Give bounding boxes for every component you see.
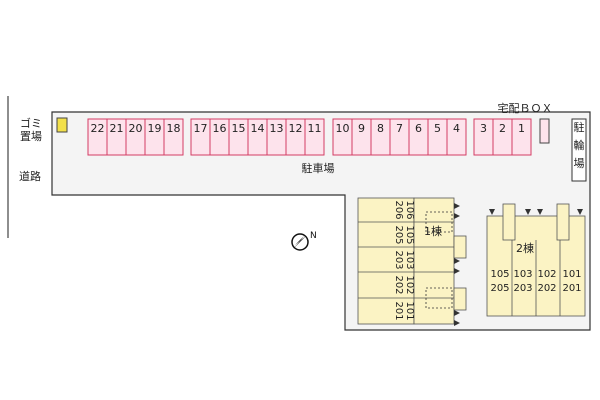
building-1-unit-206: 206 — [393, 200, 404, 219]
parking-slot-label: 7 — [396, 122, 403, 135]
building-1-unit-101: 101 — [404, 301, 415, 320]
parking-slot-label: 19 — [148, 122, 162, 135]
parking-slot-label: 2 — [499, 122, 506, 135]
parking-label: 駐車場 — [302, 161, 335, 175]
delivery-box-label: 宅配ＢＯＸ — [498, 101, 553, 115]
parking-slot-label: 22 — [91, 122, 105, 135]
building-1-unit-205: 205 — [393, 225, 404, 244]
road-label: 道路 — [19, 169, 41, 183]
building-2-unit-202: 202 — [537, 283, 556, 294]
parking-slot-label: 14 — [251, 122, 265, 135]
building-2-unit-203: 203 — [513, 283, 532, 294]
parking-slot-label: 3 — [480, 122, 487, 135]
parking-slot-label: 16 — [213, 122, 227, 135]
garbage-bin — [56, 117, 68, 133]
building-1-label: 1棟 — [424, 224, 442, 238]
parking-slot-label: 1 — [518, 122, 525, 135]
building-1-unit-201: 201 — [393, 301, 404, 320]
building-1-unit-202: 202 — [393, 275, 404, 294]
parking-slot-label: 8 — [377, 122, 384, 135]
parking-group-b: 17 16 15 14 13 12 11 — [190, 118, 325, 156]
building-2-units: 105 103 102 101 205 203 202 201 — [490, 269, 581, 294]
building-2-unit-201: 201 — [562, 283, 581, 294]
bicycle-parking-label-1: 駐 — [574, 120, 585, 134]
site-boundary — [51, 111, 591, 331]
entrance-markers — [454, 203, 583, 326]
north-arrow-icon: N — [291, 231, 317, 251]
building-2-unit-102: 102 — [537, 269, 556, 280]
building-2-unit-101: 101 — [562, 269, 581, 280]
building-2-unit-205: 205 — [490, 283, 509, 294]
building-1-unit-102: 102 — [404, 275, 415, 294]
parking-slot-label: 11 — [308, 122, 322, 135]
parking-slot-1 — [511, 118, 532, 156]
parking-slot-label: 15 — [232, 122, 246, 135]
garbage-label-1: ゴミ — [20, 116, 42, 130]
parking-slot-18 — [163, 118, 184, 156]
parking-slot-11 — [304, 118, 325, 156]
parking-slot-label: 6 — [415, 122, 422, 135]
building-2-label: 2棟 — [516, 241, 534, 255]
parking-slot-label: 4 — [453, 122, 460, 135]
parking-slot-label: 13 — [270, 122, 284, 135]
parking-slot-label: 18 — [167, 122, 181, 135]
bicycle-parking-label-2: 輪 — [574, 138, 585, 152]
building-2-unit-105: 105 — [490, 269, 509, 280]
building-1-unit-106: 106 — [404, 200, 415, 219]
bicycle-parking — [571, 118, 587, 182]
bicycle-parking-label-3: 場 — [574, 157, 585, 170]
parking-slot-label: 9 — [358, 122, 365, 135]
building-2-unit-103: 103 — [513, 269, 532, 280]
parking-slot-label: 21 — [110, 122, 124, 135]
parking-slot-label: 12 — [289, 122, 303, 135]
parking-slot-label: 5 — [434, 122, 441, 135]
parking-slot-label: 10 — [336, 122, 350, 135]
building-1-unit-103: 103 — [404, 250, 415, 269]
building-2: 2棟 105 103 102 101 205 203 202 201 — [486, 203, 586, 317]
parking-slot-label: 17 — [194, 122, 208, 135]
building-1-unit-203: 203 — [393, 250, 404, 269]
garbage-label-2: 置場 — [20, 130, 42, 143]
building-1-unit-105: 105 — [404, 225, 415, 244]
parking-slot-label: 20 — [129, 122, 143, 135]
svg-text:N: N — [310, 231, 317, 241]
parking-slot-4 — [446, 118, 467, 156]
parking-group-a: 22 21 20 19 18 — [87, 118, 184, 156]
delivery-box — [539, 118, 550, 144]
